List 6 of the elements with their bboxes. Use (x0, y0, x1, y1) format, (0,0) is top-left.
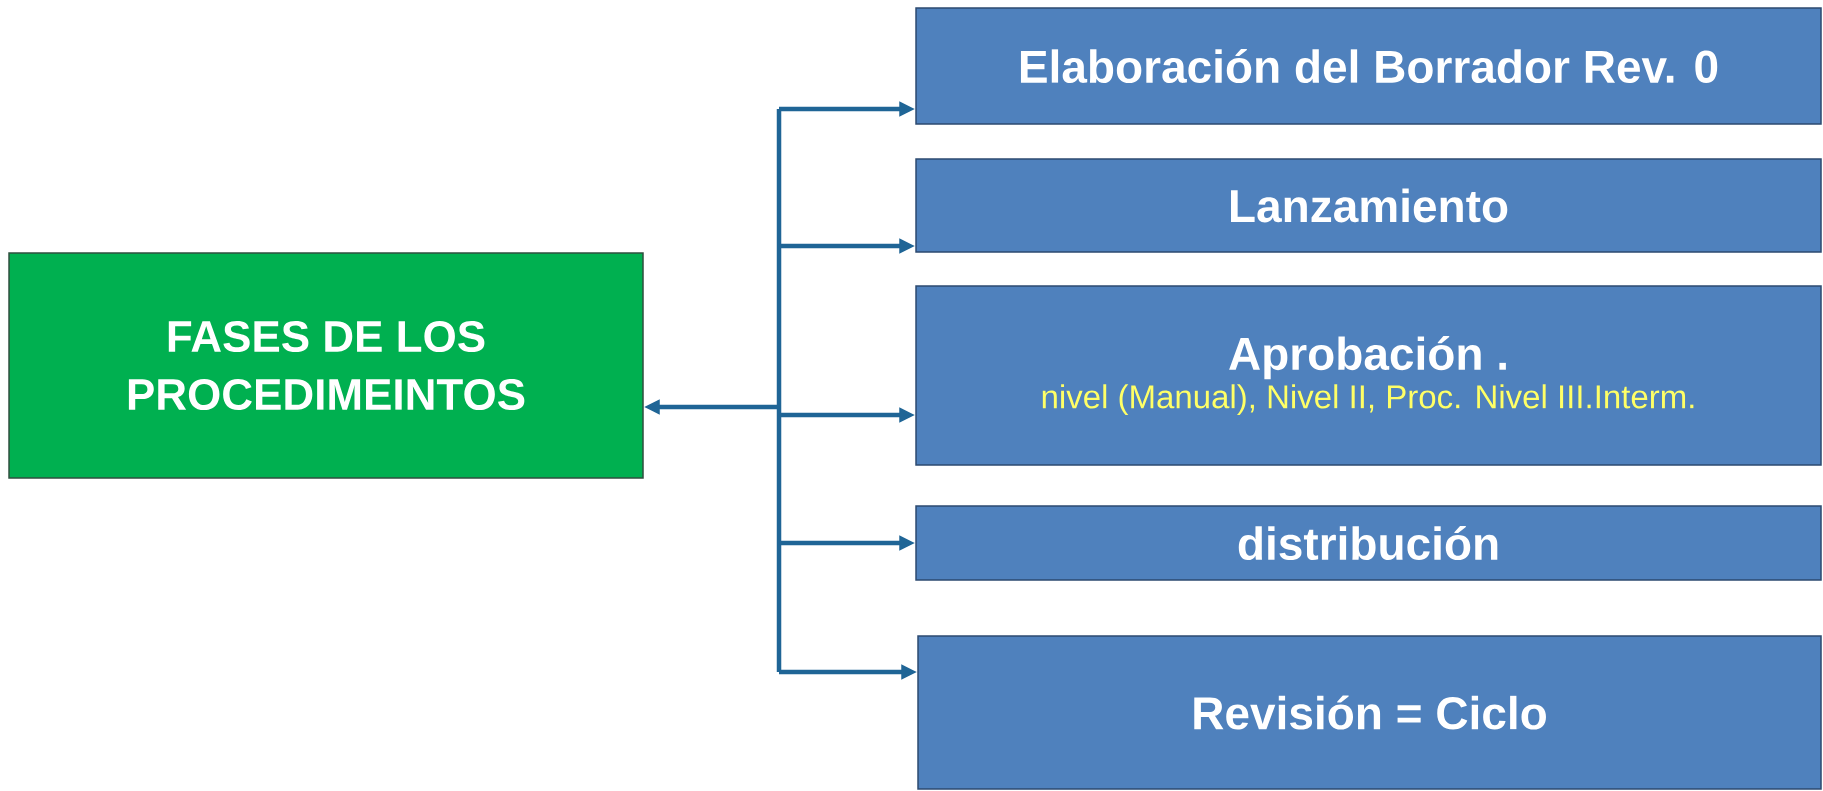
title-box: FASES DE LOS PROCEDIMEINTOS (8, 252, 644, 479)
phase-box: Revisión = Ciclo (917, 635, 1822, 790)
phase-box: Lanzamiento (915, 158, 1822, 253)
phase-box: Aprobación . nivel (Manual), Nivel II, Proc. Nivel III.Interm. (915, 285, 1822, 466)
phase-box: distribución (915, 505, 1822, 581)
phase-box: Elaboración del Borrador Rev. 0 (915, 7, 1822, 125)
